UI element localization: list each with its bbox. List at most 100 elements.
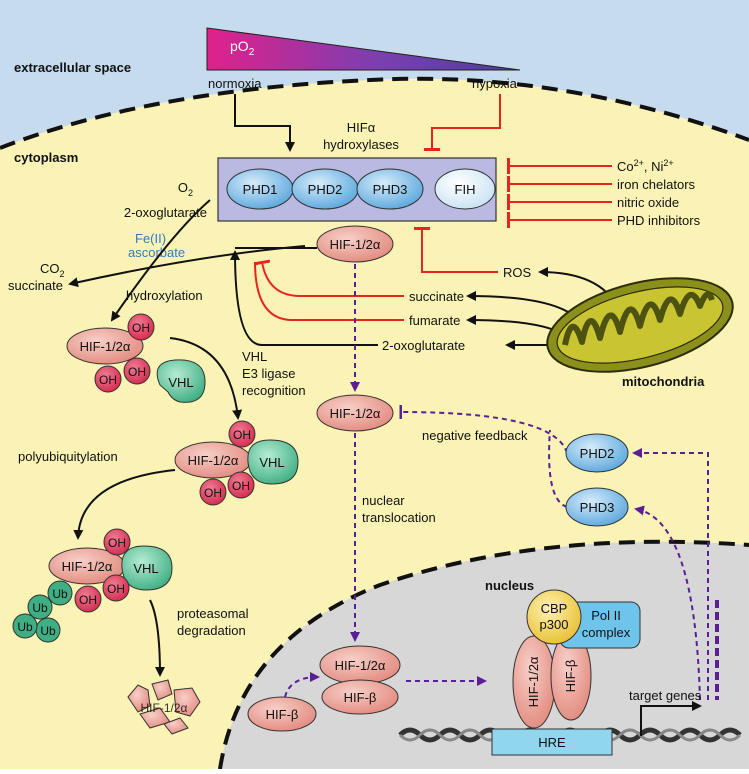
svg-text:VHL: VHL xyxy=(133,561,158,576)
cbp-p300: CBP p300 xyxy=(526,589,582,645)
enzyme-fih: FIH xyxy=(434,168,496,210)
oh-group: OH xyxy=(227,471,255,499)
oh-group: OH xyxy=(74,585,102,613)
degradation-arrow xyxy=(149,599,165,677)
hif-alpha-pre-nuclear: HIF-1/2α xyxy=(316,394,394,432)
phd2-induced: PHD2 xyxy=(565,433,629,473)
vhl-free: VHL xyxy=(156,359,206,403)
hif-alpha-cytoplasm: HIF-1/2α xyxy=(316,225,394,263)
svg-text:HIF-1/2α: HIF-1/2α xyxy=(330,406,381,421)
svg-text:VHL: VHL xyxy=(259,455,284,470)
svg-text:OH: OH xyxy=(99,373,117,387)
mitochondria-label: mitochondria xyxy=(622,374,705,389)
target-to-phd3-arrow xyxy=(634,505,701,701)
svg-text:OH: OH xyxy=(108,536,126,550)
extracellular-label: extracellular space xyxy=(14,60,131,75)
step-nuclear-2: translocation xyxy=(362,510,436,525)
phd3-induced: PHD3 xyxy=(565,487,629,527)
svg-text:PHD2: PHD2 xyxy=(580,446,615,461)
cell-membrane xyxy=(0,76,749,150)
svg-text:HIF-1/2α: HIF-1/2α xyxy=(335,658,386,673)
oh-group: OH xyxy=(228,420,256,448)
step-polyubiquitylation: polyubiquitylation xyxy=(18,449,118,464)
svg-text:Pol II: Pol II xyxy=(591,608,621,623)
extracellular-background xyxy=(0,0,749,148)
hypoxia-label: hypoxia xyxy=(472,76,518,91)
po2-label: pO2 xyxy=(230,38,255,58)
polyubiquitylation-arrow xyxy=(73,469,176,540)
step-proteasomal-2: degradation xyxy=(177,623,246,638)
svg-text:HIF-1/2α: HIF-1/2α xyxy=(62,559,113,574)
step-vhl-2: E3 ligase xyxy=(242,366,295,381)
vhl-recognition-arrow xyxy=(169,337,243,420)
degraded-hif: HIF-1/2α xyxy=(127,679,201,735)
svg-text:p300: p300 xyxy=(540,617,569,632)
step-proteasomal-1: proteasomal xyxy=(177,606,249,621)
step-hydroxylation: hydroxylation xyxy=(126,288,203,303)
oh-group: OH xyxy=(94,365,122,393)
dimerization-arrow xyxy=(284,672,320,698)
cofactor-oxoglutarate: 2-oxoglutarate xyxy=(124,205,207,220)
oh-group: OH xyxy=(127,313,155,341)
mito-fumarate: fumarate xyxy=(409,313,460,328)
mito-succinate: succinate xyxy=(409,289,464,304)
inhibitor-nitric-oxide: nitric oxide xyxy=(617,195,679,210)
inhibitor-phd-inhibitors: PHD inhibitors xyxy=(617,213,701,228)
svg-text:OH: OH xyxy=(79,593,97,607)
svg-text:HIF-1/2α: HIF-1/2α xyxy=(80,339,131,354)
nuclear-membrane xyxy=(218,539,749,770)
hif-beta-free: HIF-β xyxy=(247,696,317,732)
oh-group: OH xyxy=(103,528,131,556)
hydroxylation-arrow xyxy=(110,199,211,322)
target-genes-arrow xyxy=(640,701,702,736)
po2-gradient-wedge xyxy=(206,27,521,71)
inhibitor-lines xyxy=(507,158,612,228)
oh-group: OH xyxy=(199,478,227,506)
ub-chain: Ub Ub Ub Ub xyxy=(12,580,73,643)
enzyme-phd2: PHD2 xyxy=(291,168,359,210)
cofactor-ascorbate: ascorbate xyxy=(128,245,185,260)
product-succinate: succinate xyxy=(8,278,63,293)
target-to-phd2-arrow xyxy=(632,448,709,700)
ros-inhibition-line xyxy=(421,232,498,273)
oh-group: OH xyxy=(123,357,151,385)
svg-text:FIH: FIH xyxy=(455,182,476,197)
svg-text:HIF-β: HIF-β xyxy=(266,707,299,722)
svg-text:PHD3: PHD3 xyxy=(373,182,408,197)
step-nuclear-1: nuclear xyxy=(362,493,405,508)
step-vhl-1: VHL xyxy=(242,349,267,364)
hif-alpha-bound: HIF-1/2α xyxy=(512,635,556,729)
svg-text:HIF-β: HIF-β xyxy=(563,660,578,693)
nucleus-label: nucleus xyxy=(485,578,534,593)
svg-text:VHL: VHL xyxy=(168,375,193,390)
hydroxylases-title-2: hydroxylases xyxy=(323,137,399,152)
mitochondrion xyxy=(546,277,734,373)
succinate-inhibition xyxy=(253,259,404,297)
svg-text:HIF-1/2α: HIF-1/2α xyxy=(188,453,239,468)
svg-text:Ub: Ub xyxy=(32,601,48,615)
hypoxia-inhibition-line xyxy=(424,94,501,151)
svg-text:Ub: Ub xyxy=(40,624,56,638)
svg-text:OH: OH xyxy=(132,321,150,335)
cofactor-o2: O2 xyxy=(178,180,193,198)
svg-text:PHD2: PHD2 xyxy=(308,182,343,197)
svg-text:Ub: Ub xyxy=(52,587,68,601)
target-genes-label: target genes xyxy=(629,688,702,703)
step-vhl-3: recognition xyxy=(242,383,306,398)
hif-vhl-ub-complex: HIF-1/2α VHL xyxy=(48,545,173,591)
svg-text:OH: OH xyxy=(232,479,250,493)
svg-text:complex: complex xyxy=(582,625,631,640)
hif-beta-bound: HIF-β xyxy=(550,631,592,721)
step-negative-feedback: negative feedback xyxy=(422,428,528,443)
svg-text:HRE: HRE xyxy=(538,735,566,750)
cofactor-fe: Fe(II) xyxy=(135,231,166,246)
negative-feedback-phd3 xyxy=(548,429,568,508)
svg-text:HIF-1/2α: HIF-1/2α xyxy=(330,237,381,252)
mito-oxoglutarate: 2-oxoglutarate xyxy=(382,338,465,353)
svg-text:PHD1: PHD1 xyxy=(243,182,278,197)
normoxia-arrow xyxy=(234,94,295,152)
oxoglutarate-to-box-arrow xyxy=(230,250,378,346)
svg-text:OH: OH xyxy=(107,582,125,596)
oh-group: OH xyxy=(102,574,130,602)
